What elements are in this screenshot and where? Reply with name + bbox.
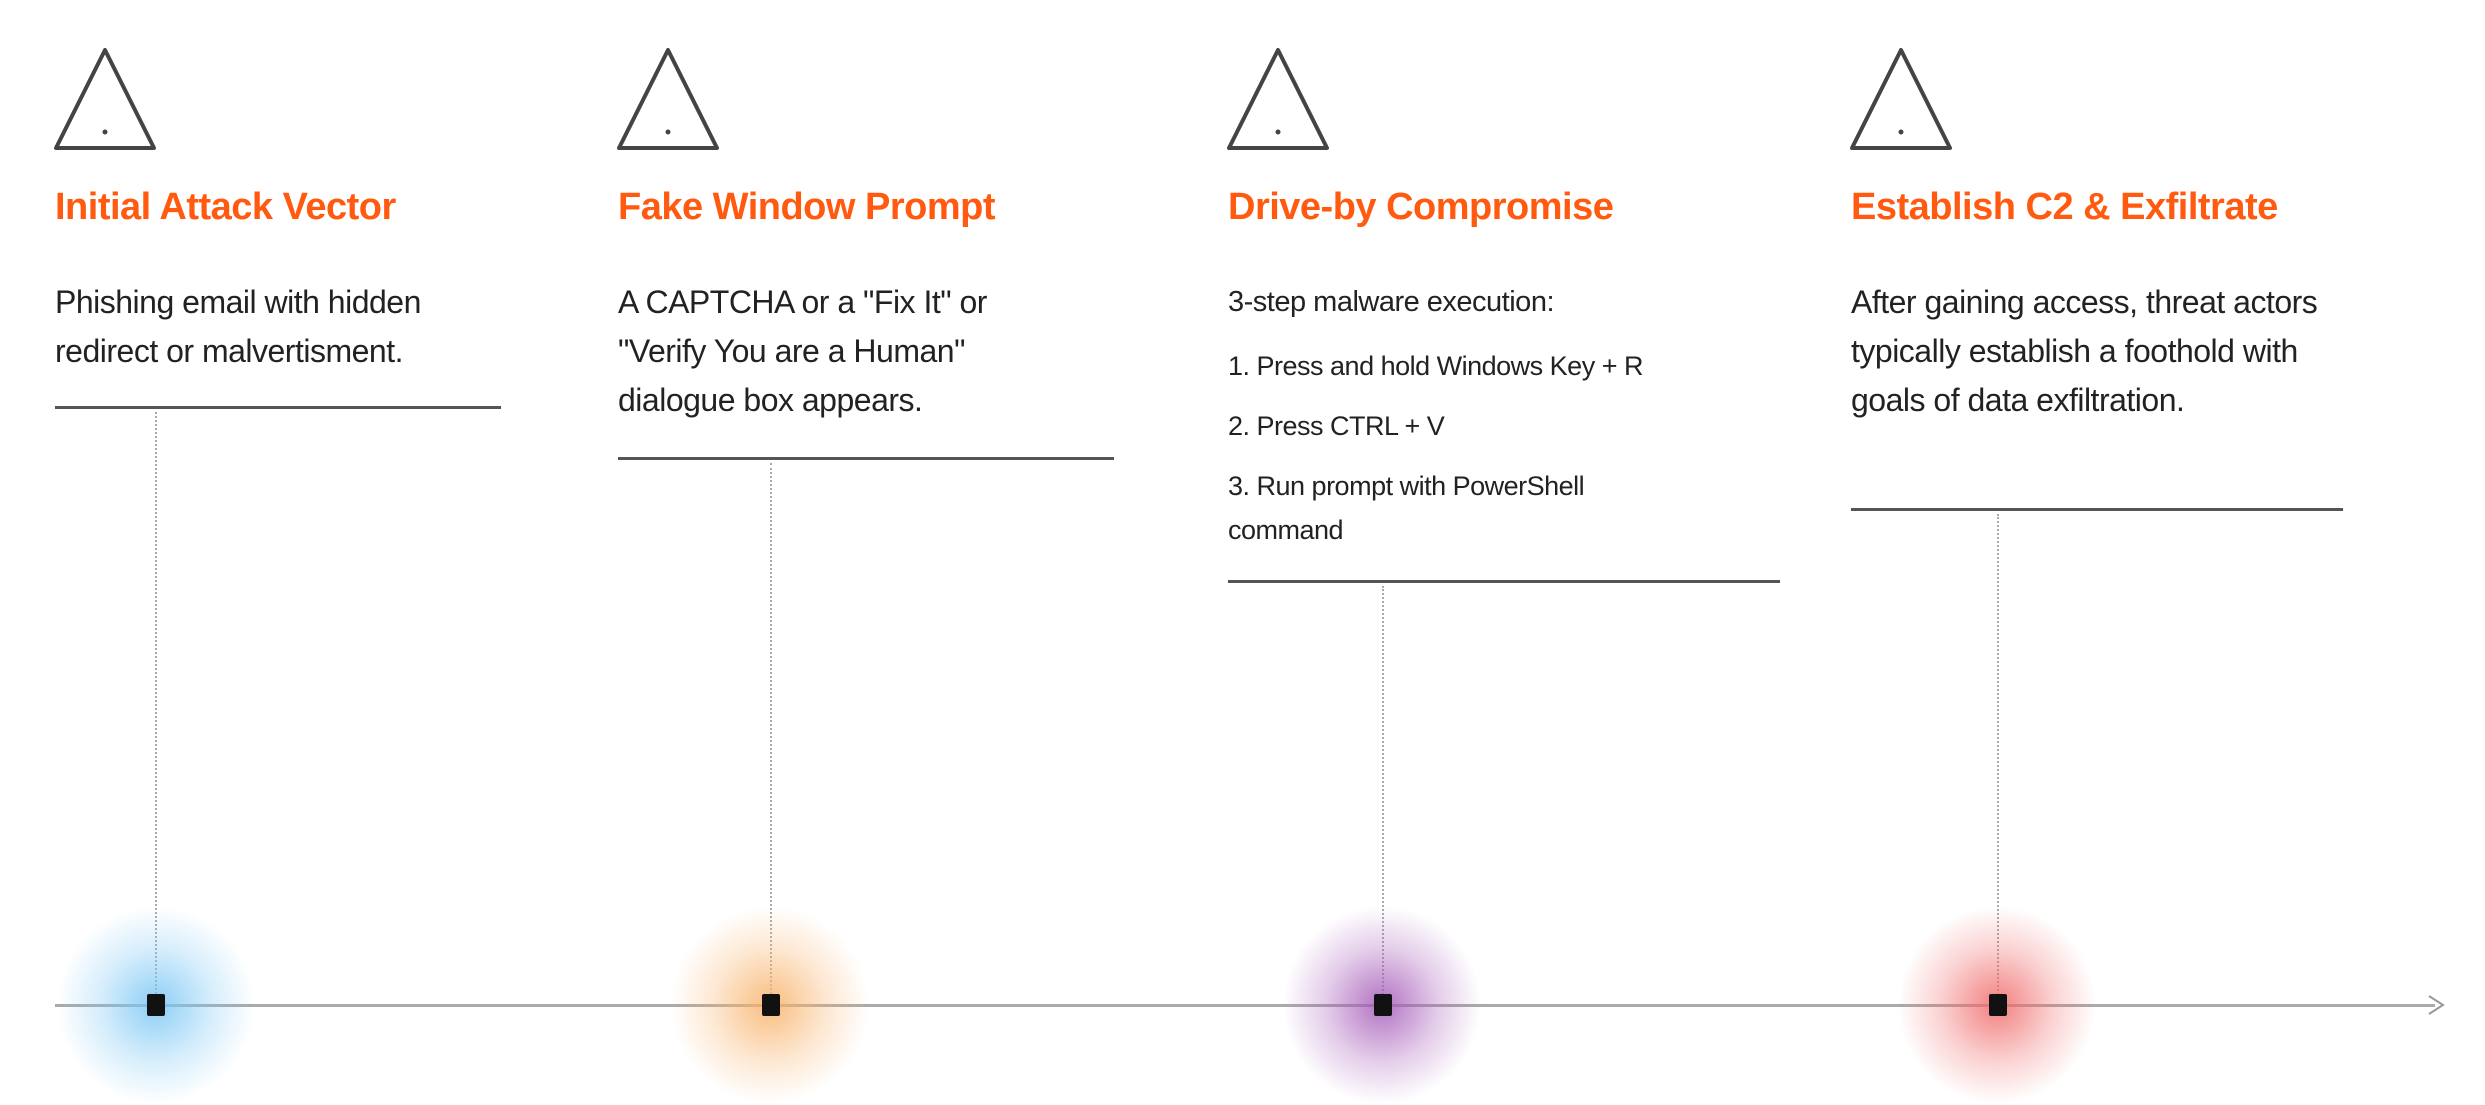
step-description: Phishing email with hidden redirect or m… [55,284,421,369]
step-title: Fake Window Prompt [618,186,996,228]
timeline-axis [55,1004,2435,1007]
step-list: 1. Press and hold Windows Key + R 2. Pre… [1228,344,1768,552]
warning-triangle-icon [1223,44,1333,160]
step-description: A CAPTCHA or a "Fix It" or "Verify You a… [618,284,987,418]
timeline-marker [762,994,780,1016]
connector-line [1382,586,1384,1002]
warning-triangle-icon [613,44,723,160]
divider [1851,508,2343,511]
step-title: Drive-by Compromise [1228,186,1614,228]
timeline-marker [1374,994,1392,1016]
list-item: 1. Press and hold Windows Key + R [1228,351,1643,381]
list-item: 3. Run prompt with PowerShell command [1228,471,1585,545]
arrow-right-icon [2428,995,2445,1015]
step-description: After gaining access, threat actors typi… [1851,284,2318,418]
list-item: 2. Press CTRL + V [1228,411,1445,441]
connector-line [155,412,157,1002]
divider [55,406,501,409]
warning-triangle-icon [1846,44,1956,160]
timeline-marker [147,994,165,1016]
connector-line [1997,514,1999,1002]
warning-triangle-icon [50,44,160,160]
timeline-marker [1989,994,2007,1016]
step-title: Initial Attack Vector [55,186,396,228]
connector-line [770,463,772,1002]
step-title: Establish C2 & Exfiltrate [1851,186,2278,228]
divider [1228,580,1780,583]
step-description: 3-step malware execution: [1228,286,1555,318]
divider [618,457,1114,460]
